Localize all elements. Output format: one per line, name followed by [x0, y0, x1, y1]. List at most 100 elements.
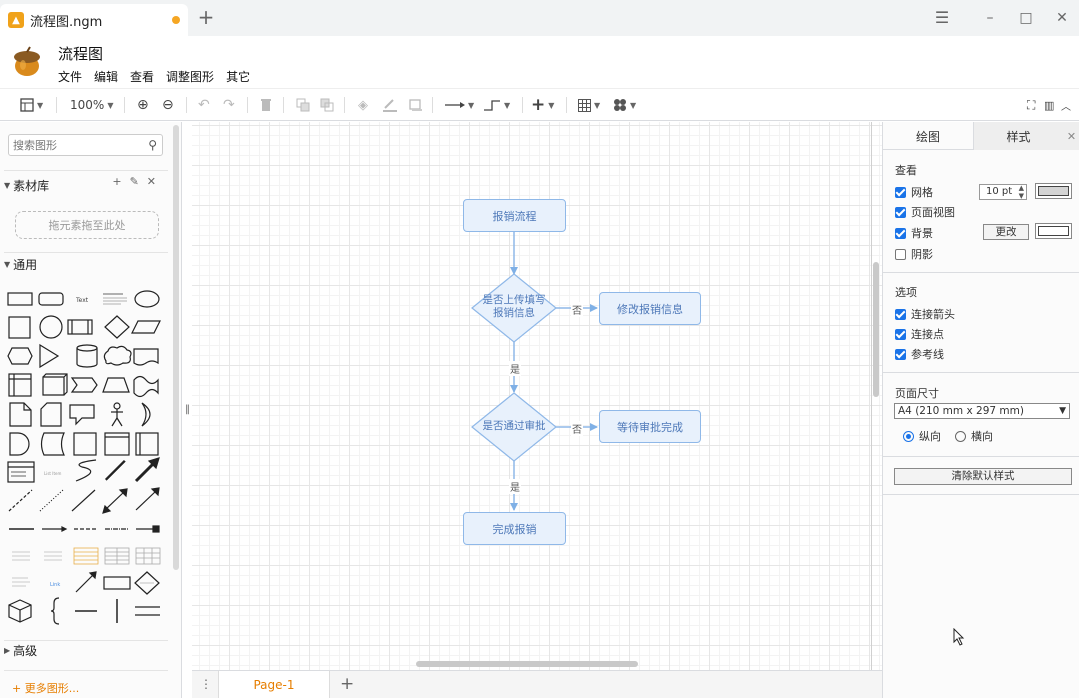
line-color-icon[interactable] — [382, 95, 398, 115]
shape-list-item[interactable]: List Item — [44, 471, 61, 476]
shape-swimlane[interactable] — [104, 432, 130, 456]
grid-size-input[interactable]: 10 pt▲▼ — [979, 184, 1027, 200]
shape-square-2[interactable] — [73, 432, 97, 456]
shape-cylinder[interactable] — [76, 344, 98, 368]
grid-option[interactable]: 网格 — [895, 184, 933, 200]
canvas-vertical-scrollbar[interactable] — [873, 262, 879, 397]
shape-link[interactable]: Link — [50, 582, 60, 588]
guides-option[interactable]: 参考线 — [895, 346, 944, 362]
shapes-insert-button[interactable]: ▼ — [613, 95, 636, 115]
zoom-in-icon[interactable]: ⊕ — [137, 97, 149, 113]
sidebar-resize-handle[interactable]: ‖ — [185, 404, 190, 415]
shape-or[interactable] — [141, 402, 151, 427]
shape-rounded-rectangle[interactable] — [38, 292, 64, 306]
shape-line-arrow[interactable] — [75, 571, 97, 593]
shape-process[interactable] — [67, 319, 93, 335]
shape-directional-connector[interactable] — [135, 487, 160, 511]
shape-bidirectional-connector[interactable] — [102, 488, 128, 514]
shape-table-orange[interactable] — [73, 547, 99, 565]
wait-approval-node[interactable]: 等待审批完成 — [599, 410, 701, 443]
shape-bullet-list[interactable] — [12, 551, 30, 561]
guides-checkbox[interactable] — [895, 348, 906, 360]
diagram-canvas[interactable]: 报销流程 是否上传填写 报销信息 修改报销信息 是否通过审批 等待审批完成 完成… — [192, 122, 882, 670]
grid-checkbox[interactable] — [895, 186, 906, 198]
page-tab-active[interactable]: Page-1 — [218, 671, 330, 698]
shape-vertical-container[interactable] — [135, 432, 159, 456]
library-drop-zone[interactable]: 拖元素拖至此处 — [15, 211, 159, 239]
shape-card[interactable] — [40, 402, 62, 427]
shape-cube[interactable] — [42, 373, 68, 396]
shadow-checkbox[interactable] — [895, 248, 906, 260]
change-background-button[interactable]: 更改 — [983, 224, 1029, 240]
shape-square[interactable] — [8, 316, 31, 339]
maximize-icon[interactable]: □ — [1019, 10, 1033, 26]
shape-text[interactable]: Text — [75, 297, 89, 304]
portrait-radio[interactable] — [903, 430, 914, 442]
connection-points-option[interactable]: 连接点 — [895, 326, 944, 342]
connection-arrows-option[interactable]: 连接箭头 — [895, 306, 955, 322]
close-icon[interactable]: ✕ — [1063, 122, 1079, 150]
landscape-radio[interactable] — [955, 430, 966, 442]
menu-view[interactable]: 查看 — [130, 70, 155, 84]
shadow-option[interactable]: 阴影 — [895, 246, 933, 262]
shape-search-input[interactable] — [9, 135, 139, 155]
connection-points-checkbox[interactable] — [895, 328, 906, 340]
to-back-icon[interactable] — [320, 95, 334, 115]
shape-table[interactable] — [104, 547, 130, 565]
page-view-checkbox[interactable] — [895, 206, 906, 218]
canvas-horizontal-scrollbar[interactable] — [416, 661, 638, 667]
shape-parallelogram[interactable] — [131, 320, 161, 334]
minimize-icon[interactable]: – — [986, 10, 994, 26]
shape-actor[interactable] — [111, 402, 123, 427]
shape-step[interactable] — [70, 377, 98, 393]
shape-textbox[interactable] — [103, 293, 127, 305]
menu-icon[interactable]: ☰ — [934, 8, 950, 27]
background-color-button[interactable] — [1035, 223, 1072, 239]
shape-3d-cube[interactable] — [8, 599, 32, 623]
to-front-icon[interactable] — [296, 95, 310, 115]
shape-hexagon[interactable] — [7, 347, 33, 365]
shape-curve[interactable] — [75, 459, 97, 482]
shape-note[interactable] — [9, 402, 32, 427]
page-size-select[interactable]: A4 (210 mm x 297 mm) ▼ — [894, 403, 1070, 419]
zoom-select[interactable]: 100%▼ — [70, 98, 114, 112]
menu-file[interactable]: 文件 — [58, 70, 83, 84]
shape-tape[interactable] — [133, 375, 159, 398]
connection-arrows-checkbox[interactable] — [895, 308, 906, 320]
shape-cloud[interactable] — [103, 345, 132, 366]
close-icon[interactable]: ✕ — [1056, 10, 1068, 26]
shape-callout[interactable] — [69, 404, 95, 426]
shape-document[interactable] — [133, 348, 159, 366]
more-shapes-link[interactable]: + 更多图形... — [12, 682, 80, 695]
undo-icon[interactable]: ↶ — [198, 97, 210, 113]
decision-node-1[interactable] — [471, 273, 557, 343]
clear-default-style-button[interactable]: 清除默认样式 — [894, 468, 1072, 485]
background-option[interactable]: 背景 — [895, 225, 933, 241]
document-tab[interactable]: ▲ 流程图.ngm — [0, 4, 188, 36]
shape-line[interactable] — [71, 489, 96, 512]
shape-textbox-2[interactable] — [103, 576, 131, 590]
connection-style-button[interactable]: ▼ — [445, 95, 474, 115]
table-insert-button[interactable]: ▼ — [578, 95, 600, 115]
shape-decision-text[interactable] — [134, 571, 160, 595]
shape-trapezoid[interactable] — [102, 377, 130, 393]
shape-grid-table[interactable] — [135, 547, 161, 565]
connector-block[interactable] — [136, 525, 160, 533]
format-panel-icon[interactable]: ▥ — [1044, 98, 1055, 112]
advanced-section-header[interactable]: ▶ 高级 — [0, 640, 170, 660]
shape-arrow[interactable] — [134, 457, 160, 483]
sidebar-scrollbar[interactable] — [173, 125, 179, 570]
stepper-icon[interactable]: ▲▼ — [1018, 184, 1024, 200]
close-library-icon[interactable]: ✕ — [146, 175, 156, 188]
fullscreen-icon[interactable]: ⛶ — [1027, 97, 1036, 112]
library-section-header[interactable]: ▼ 素材库 + ✎ ✕ — [0, 175, 170, 195]
shape-triangle[interactable] — [39, 343, 60, 369]
menu-edit[interactable]: 编辑 — [94, 70, 119, 84]
fill-color-icon[interactable]: ◈ — [358, 97, 368, 113]
shape-dashed-line[interactable] — [8, 489, 33, 512]
general-section-header[interactable]: ▼ 通用 — [0, 254, 170, 274]
shadow-icon[interactable] — [409, 95, 423, 115]
decision-node-2[interactable] — [471, 392, 557, 462]
start-node[interactable]: 报销流程 — [463, 199, 566, 232]
portrait-option[interactable]: 纵向 横向 — [903, 428, 993, 444]
